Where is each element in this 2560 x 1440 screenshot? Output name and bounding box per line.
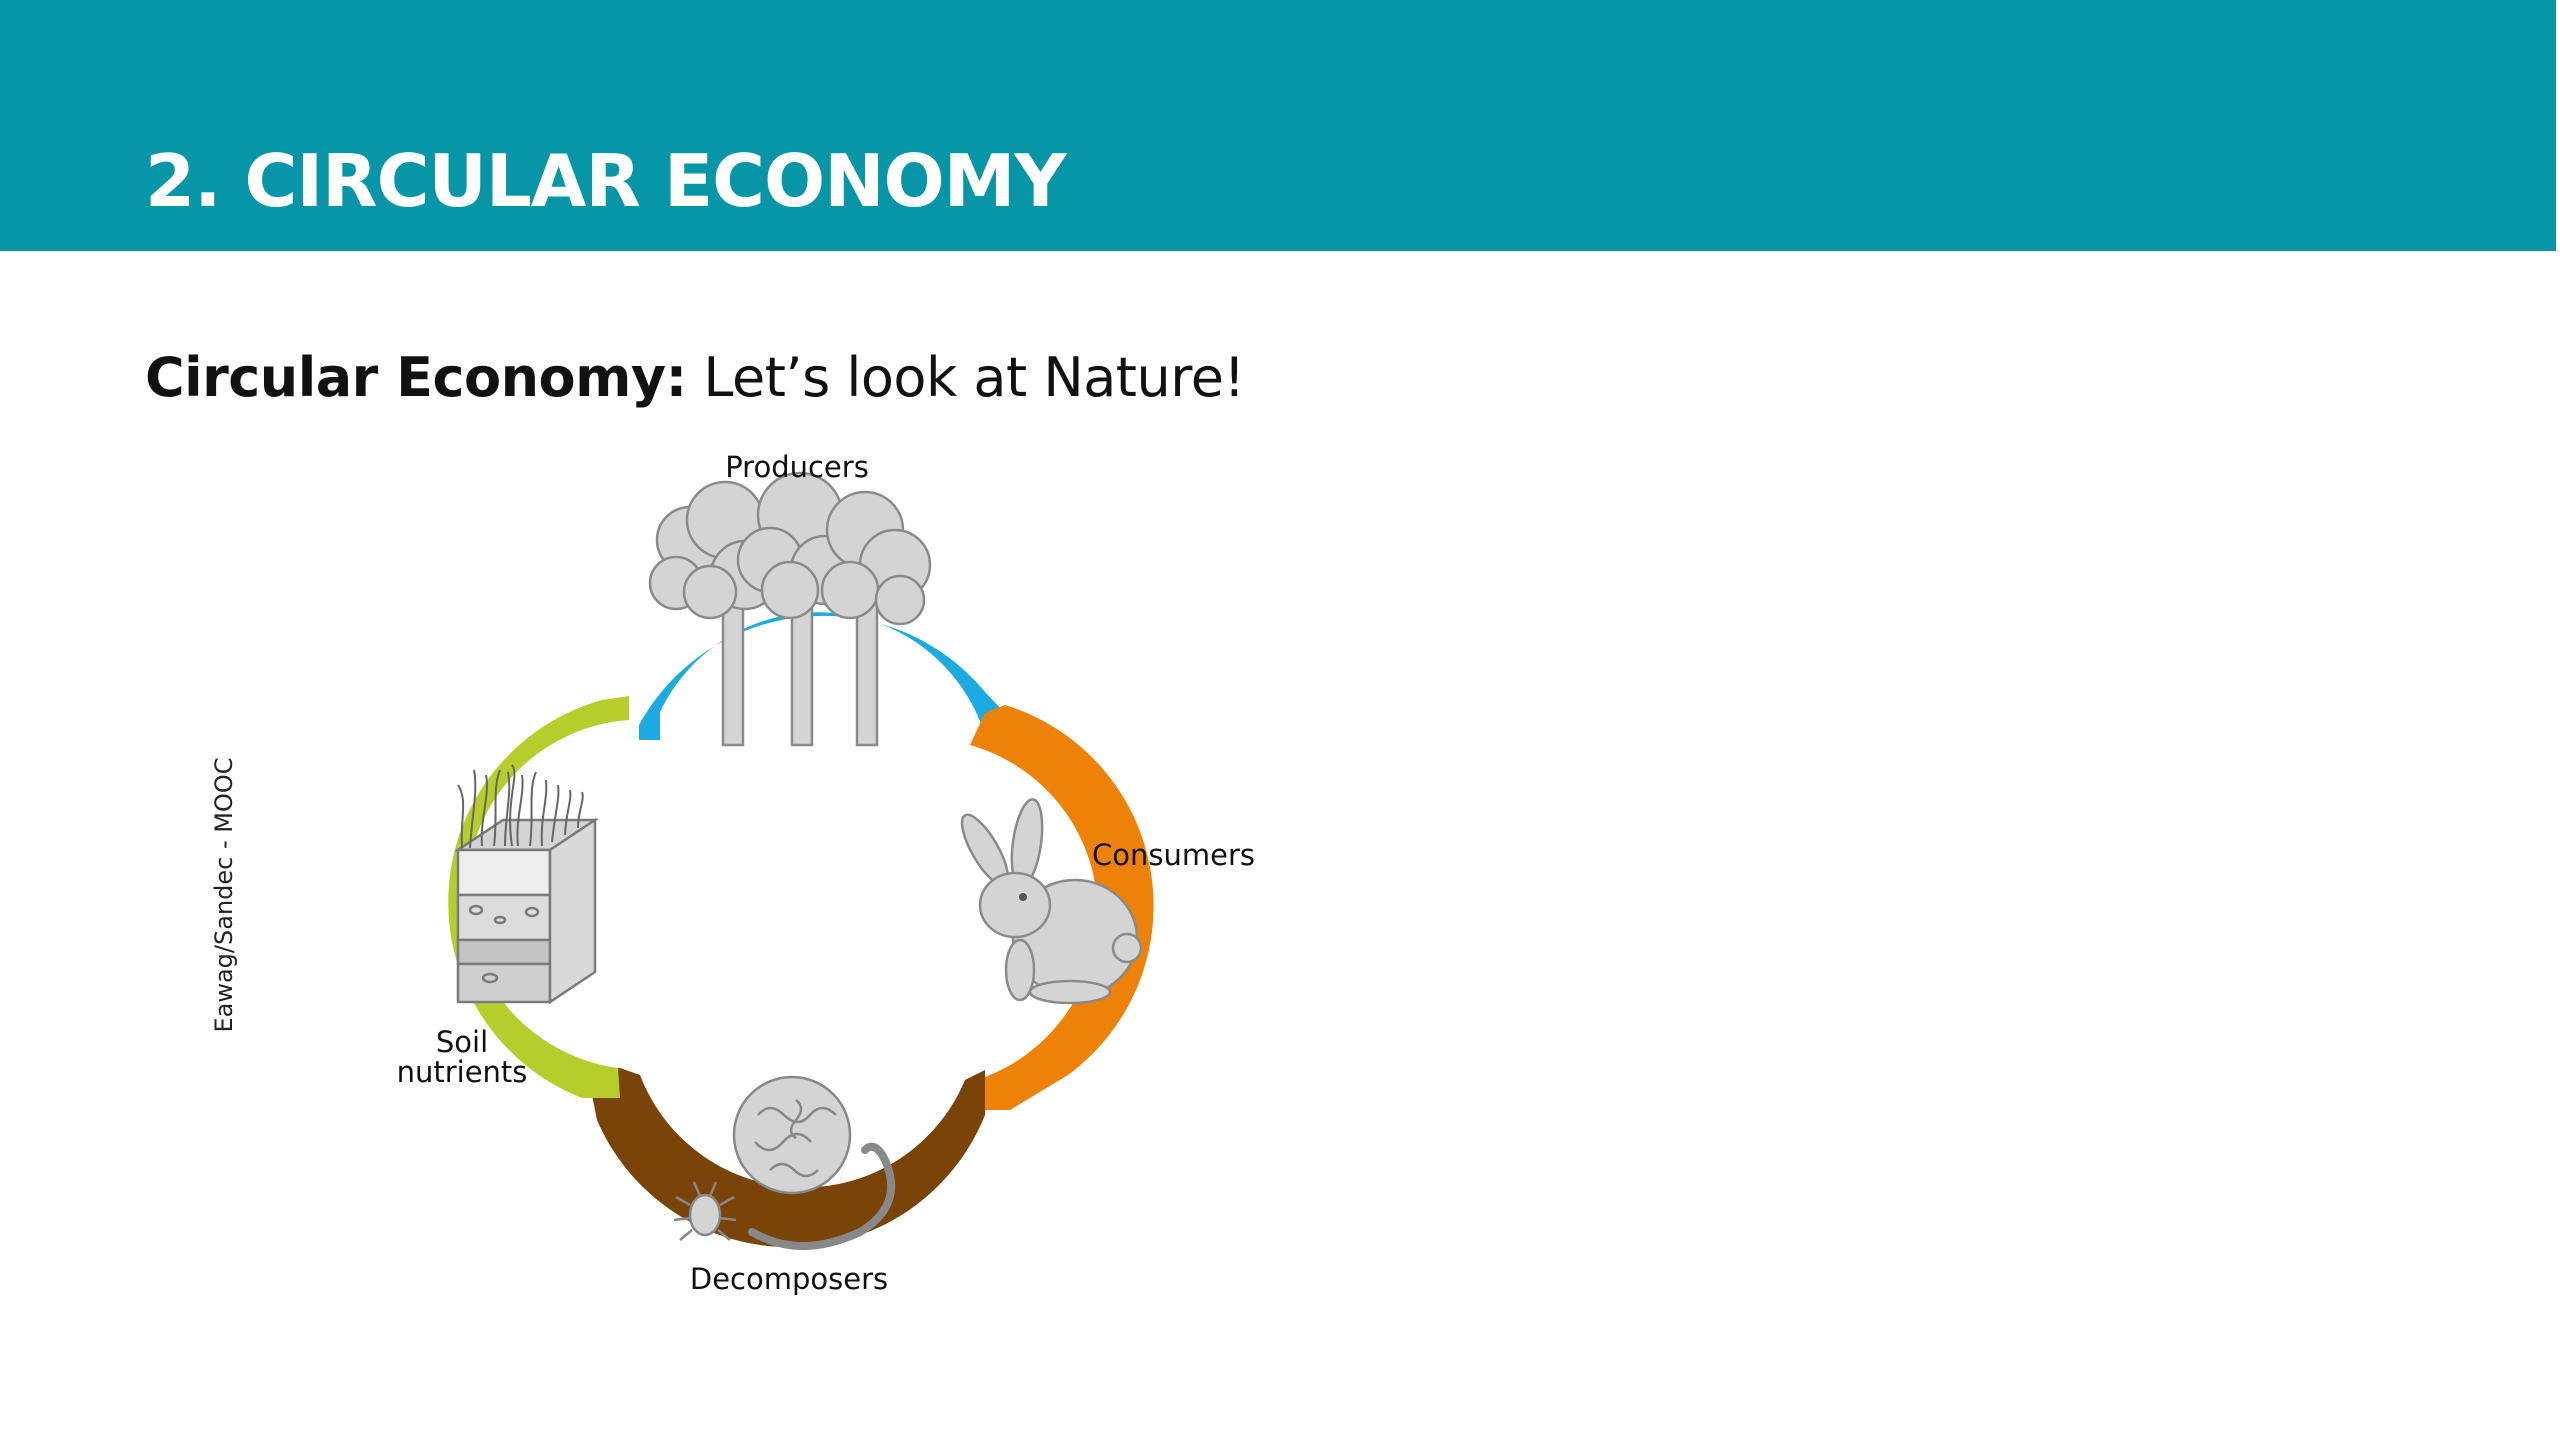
slide-subtitle: Circular Economy: Let’s look at Nature! — [145, 345, 1245, 411]
soil-layer-1 — [456, 848, 552, 897]
tree-trunk-middle — [790, 598, 814, 747]
magnified-worm-3 — [769, 1162, 819, 1178]
rabbit-tail — [1111, 932, 1143, 964]
header-band — [0, 0, 2556, 251]
magnified-worm-4 — [789, 1099, 803, 1140]
trees-icon — [648, 471, 932, 747]
soil-pebbles — [468, 904, 540, 984]
producers-arrow — [639, 612, 1005, 740]
rabbit-icon — [960, 798, 1143, 1005]
rabbit-foreleg — [1004, 938, 1036, 1002]
soil-block-side — [548, 817, 597, 1005]
soil-layer-3 — [456, 938, 552, 966]
soil-layer-4 — [456, 962, 552, 1004]
beetle-icon — [673, 1181, 737, 1241]
magnified-worm-2 — [754, 1132, 812, 1152]
magnified-worm-1 — [757, 1106, 837, 1124]
subtitle-rest: Let’s look at Nature! — [686, 346, 1245, 409]
slide-title: 2. CIRCULAR ECONOMY — [145, 139, 1066, 223]
label-decomposers: Decomposers — [690, 1262, 888, 1296]
tree-trunk-left — [721, 598, 745, 747]
rabbit-hind-foot — [1028, 979, 1112, 1005]
tree-canopy — [648, 471, 932, 626]
soil-layers-icon — [453, 764, 600, 1005]
label-producers: Producers — [725, 450, 869, 484]
subtitle-bold: Circular Economy: — [145, 346, 687, 409]
grass-blades — [457, 764, 584, 849]
rabbit-eye — [1019, 893, 1027, 901]
tree-trunk-right — [855, 598, 879, 747]
earthworm — [748, 1142, 896, 1250]
consumers-arrow — [965, 705, 1154, 1110]
label-soil: Soil — [436, 1025, 488, 1059]
label-nutrients: nutrients — [397, 1055, 528, 1089]
label-consumers: Consumers — [1092, 838, 1255, 872]
worms-icon — [673, 1075, 896, 1250]
rabbit-head — [978, 871, 1052, 939]
